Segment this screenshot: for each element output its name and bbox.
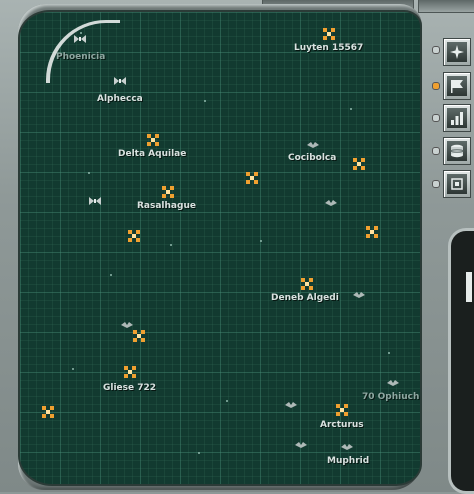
ship-icon[interactable] <box>386 378 400 388</box>
star-dot <box>388 352 390 354</box>
flag-icon <box>447 76 467 96</box>
system-label-arcturus[interactable]: Arcturus <box>320 420 364 430</box>
planet-icon[interactable] <box>246 172 258 184</box>
ship-icon[interactable] <box>88 196 102 206</box>
ship-icon[interactable] <box>294 440 308 450</box>
planet-icon[interactable] <box>323 28 335 40</box>
bar-chart-icon <box>447 108 467 128</box>
compass-button[interactable] <box>443 38 471 66</box>
star-dot <box>332 422 334 424</box>
side-panel <box>448 228 474 494</box>
indicator-led <box>432 180 440 188</box>
star-dot <box>88 172 90 174</box>
system-label-luyten[interactable]: Luyten 15567 <box>294 43 364 53</box>
system-label-alphecca[interactable]: Alphecca <box>97 94 143 104</box>
ship-icon[interactable] <box>113 76 127 86</box>
star-dot <box>260 240 262 242</box>
ship-icon[interactable] <box>352 290 366 300</box>
star-dot <box>170 244 172 246</box>
ship-icon[interactable] <box>306 140 320 150</box>
star-dot <box>80 32 82 34</box>
star-dot <box>110 274 112 276</box>
planet-icon[interactable] <box>336 404 348 416</box>
star-dot <box>350 108 352 110</box>
side-panel-highlight <box>466 272 472 302</box>
database-button[interactable] <box>443 137 471 165</box>
planet-icon[interactable] <box>124 366 136 378</box>
planet-icon[interactable] <box>162 186 174 198</box>
compass-icon <box>447 42 467 62</box>
planet-icon[interactable] <box>128 230 140 242</box>
database-icon <box>447 141 467 161</box>
ship-icon[interactable] <box>340 442 354 452</box>
planet-icon[interactable] <box>366 226 378 238</box>
planet-icon[interactable] <box>133 330 145 342</box>
star-map[interactable]: Phoenicia Luyten 15567 Alphecca Delta Aq… <box>18 10 422 486</box>
bar-chart-button[interactable] <box>443 104 471 132</box>
star-dot <box>72 368 74 370</box>
star-dot <box>226 400 228 402</box>
star-dot <box>198 452 200 454</box>
indicator-led <box>432 147 440 155</box>
chip-icon <box>447 174 467 194</box>
indicator-led-active <box>432 82 440 90</box>
system-label-ophiuchi[interactable]: 70 Ophiuchi <box>362 392 422 402</box>
ship-icon[interactable] <box>73 34 87 44</box>
ship-icon[interactable] <box>120 320 134 330</box>
planet-icon[interactable] <box>353 158 365 170</box>
system-label-muphrid[interactable]: Muphrid <box>327 456 370 466</box>
system-label-rasalhague[interactable]: Rasalhague <box>137 201 196 211</box>
indicator-led <box>432 114 440 122</box>
ship-icon[interactable] <box>284 400 298 410</box>
system-label-phoenicia[interactable]: Phoenicia <box>56 52 106 62</box>
planet-icon[interactable] <box>42 406 54 418</box>
chip-button[interactable] <box>443 170 471 198</box>
system-label-cocibolca[interactable]: Cocibolca <box>288 153 337 163</box>
indicator-led <box>432 46 440 54</box>
top-tab-right <box>418 0 474 13</box>
system-label-deneb-algedi[interactable]: Deneb Algedi <box>271 293 339 303</box>
planet-icon[interactable] <box>147 134 159 146</box>
star-dot <box>204 100 206 102</box>
system-label-gliese[interactable]: Gliese 722 <box>103 383 157 393</box>
planet-icon[interactable] <box>301 278 313 290</box>
flag-button[interactable] <box>443 72 471 100</box>
system-label-delta-aquilae[interactable]: Delta Aquilae <box>118 149 187 159</box>
ship-icon[interactable] <box>324 198 338 208</box>
